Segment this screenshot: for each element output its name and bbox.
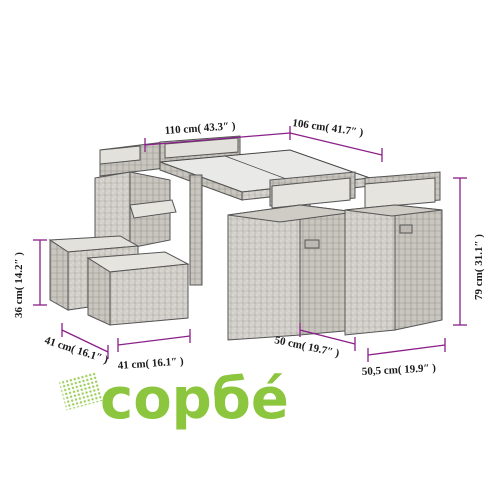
watermark-text: сорбé	[100, 367, 289, 432]
stool-depth-label: 41 cm( 16.1″ )	[43, 334, 110, 366]
front-chair-middle	[227, 171, 356, 341]
watermark-dots-icon	[58, 371, 104, 411]
watermark-logo: сорбé	[58, 367, 289, 432]
back-chair-left	[99, 141, 166, 177]
table-length-label: 110 cm( 43.3″ )	[164, 120, 236, 137]
table-height-label: 79 cm( 31.1″ )	[473, 234, 485, 300]
stool-height-label: 36 cm( 14.2″ )	[13, 252, 25, 318]
front-chair-right	[344, 171, 443, 336]
stool-width-label: 41 cm( 16.1″ )	[117, 355, 184, 372]
dimension-lines	[33, 126, 467, 362]
chair-depth-label: 50,5 cm( 19.9″ )	[362, 362, 437, 378]
side-chair-left	[94, 171, 177, 256]
stool-front	[86, 251, 190, 326]
furniture-illustration	[48, 135, 443, 341]
